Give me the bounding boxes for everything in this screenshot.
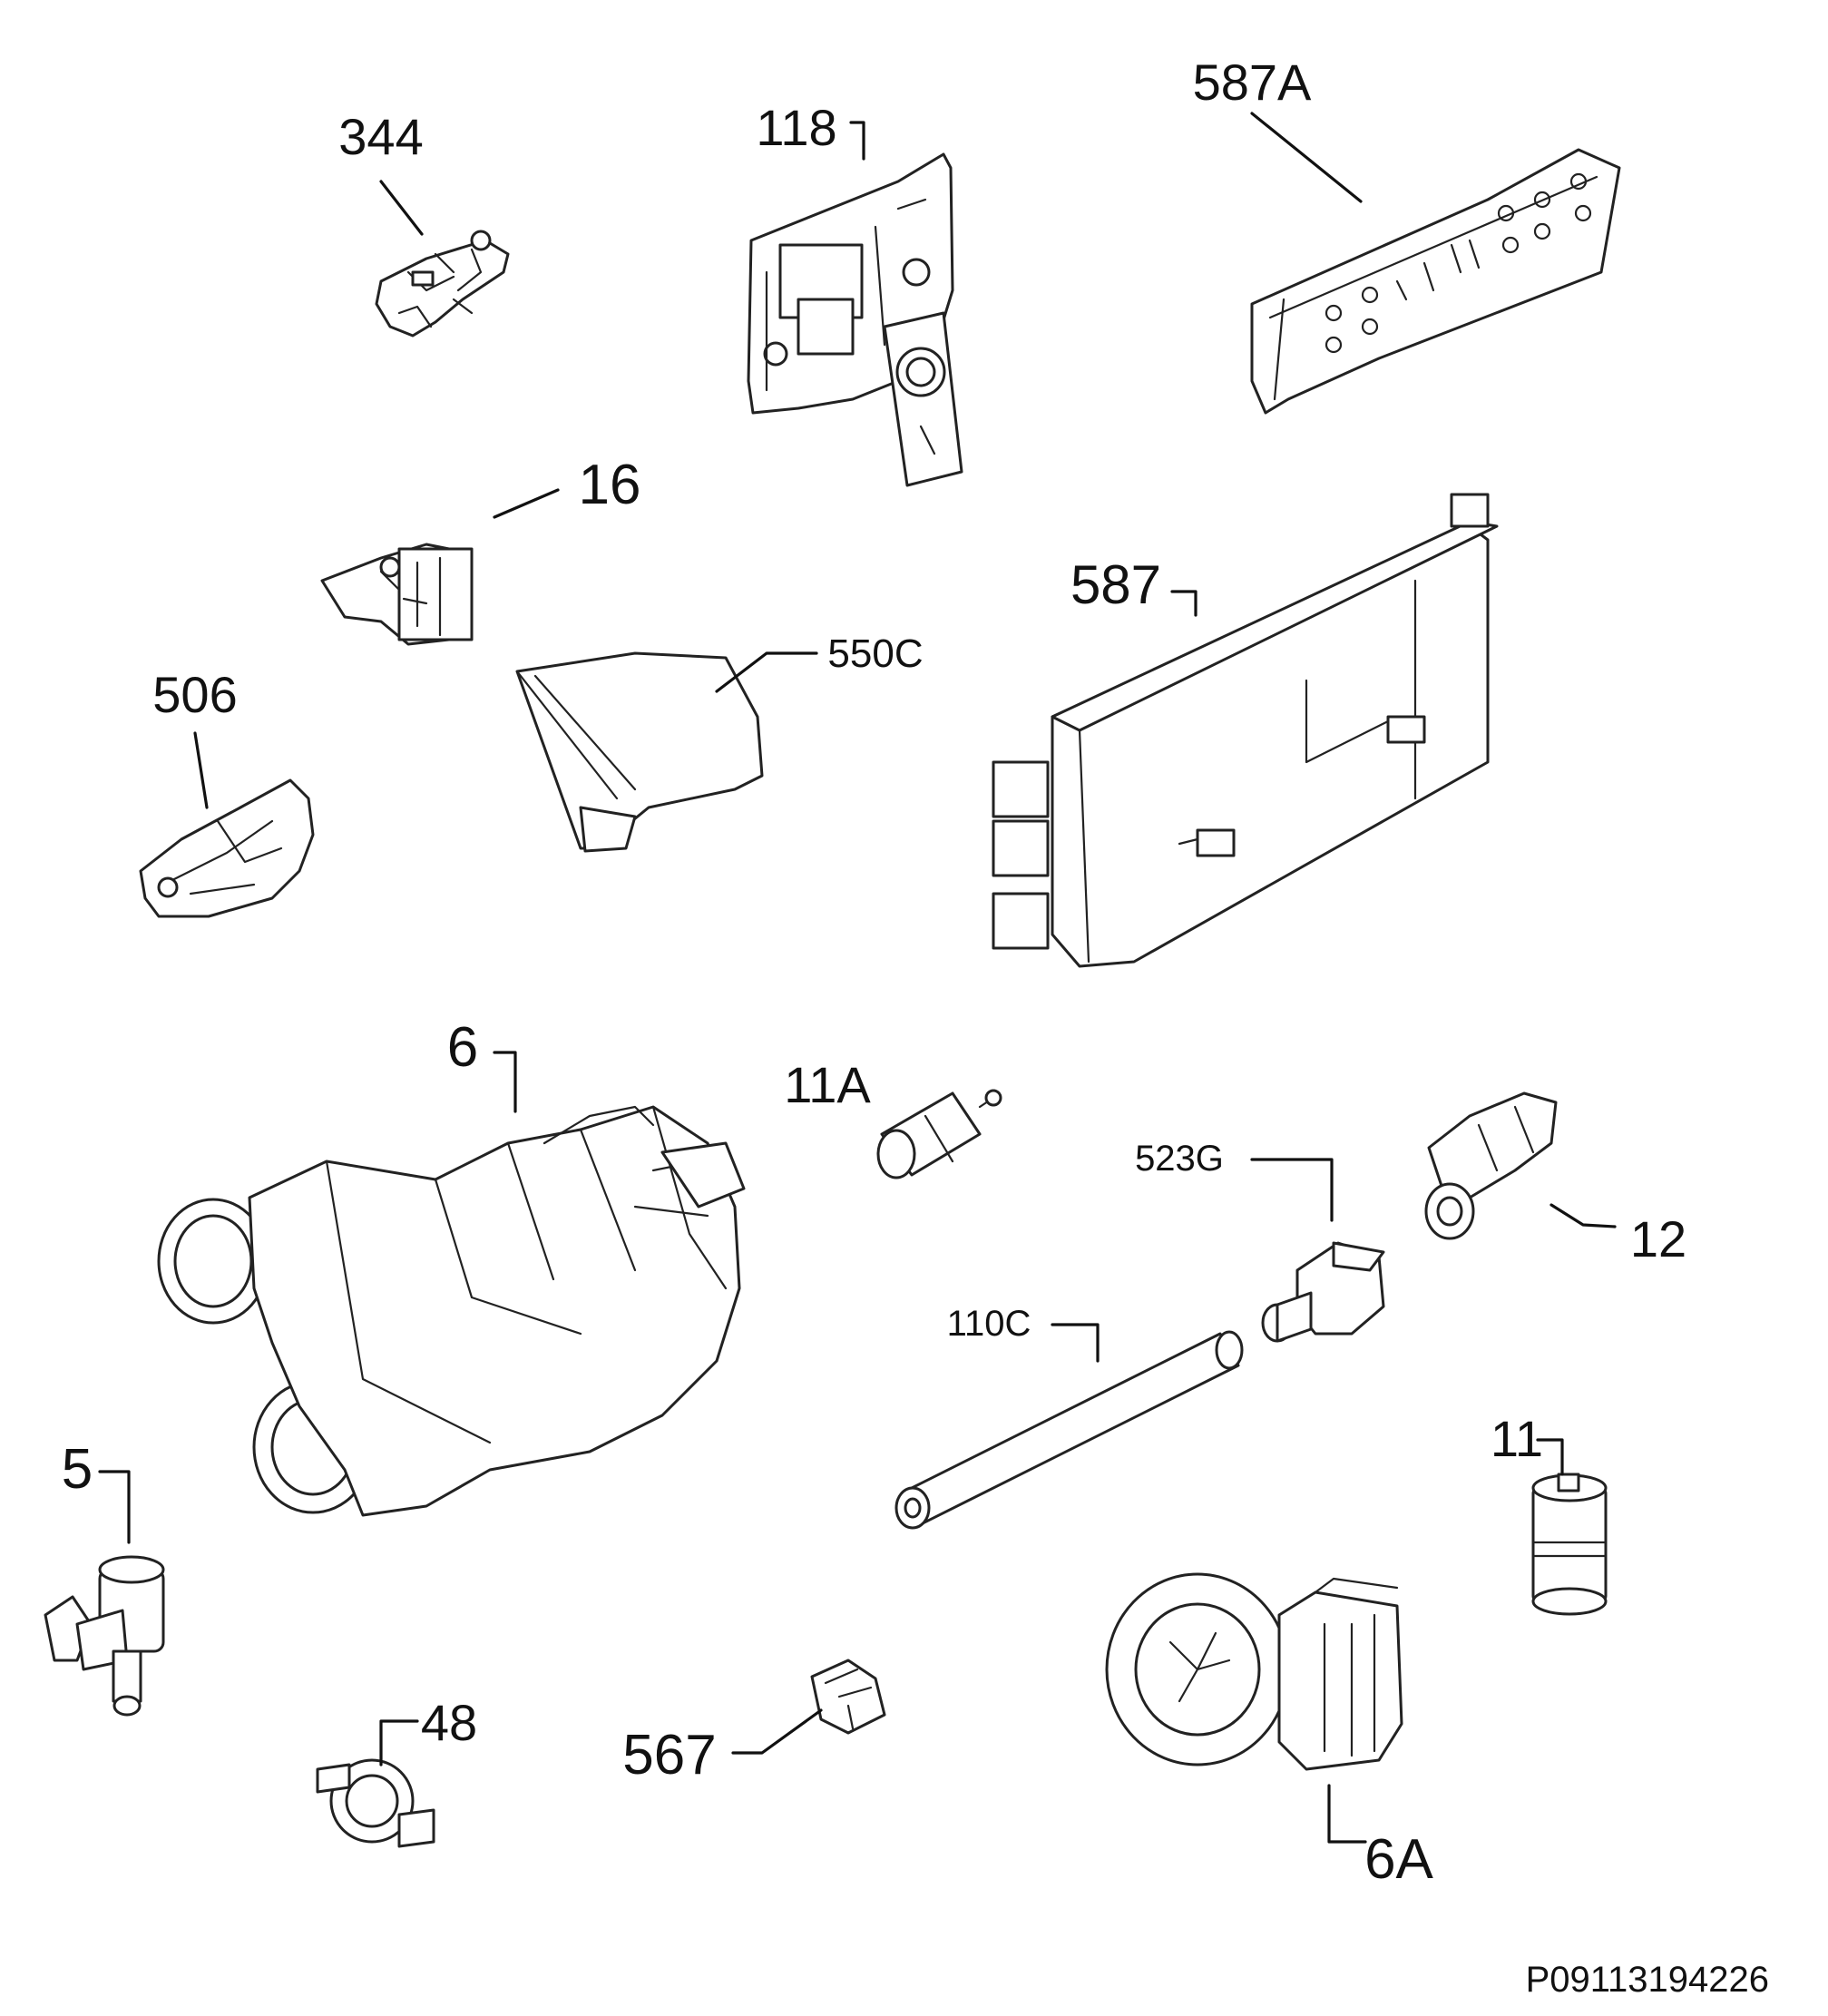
part-label-12: 12	[1630, 1210, 1686, 1267]
part-48-drawing[interactable]	[316, 1758, 435, 1848]
part-label-5: 5	[62, 1438, 93, 1501]
part-110C-drawing[interactable]	[894, 1330, 1244, 1530]
part-6A-drawing[interactable]	[1105, 1572, 1403, 1771]
part-12-drawing[interactable]	[1424, 1091, 1558, 1240]
drawing-id: P09113194226	[1526, 1960, 1769, 2000]
part-523G-drawing[interactable]	[1261, 1241, 1385, 1343]
leader-48	[379, 1719, 419, 1766]
leader-16	[493, 488, 560, 519]
leader-5	[98, 1470, 131, 1544]
part-5-drawing[interactable]	[44, 1555, 165, 1717]
part-6-drawing[interactable]	[157, 1105, 746, 1517]
part-label-110C: 110C	[947, 1304, 1031, 1344]
part-label-11: 11	[1491, 1410, 1543, 1467]
leader-550C	[715, 651, 818, 693]
part-550C-drawing[interactable]	[515, 651, 764, 853]
part-label-118: 118	[756, 99, 836, 156]
part-587-drawing[interactable]	[992, 493, 1499, 968]
leader-587A	[1250, 112, 1363, 203]
leader-523G	[1250, 1158, 1334, 1222]
leader-344	[379, 180, 424, 236]
leader-11	[1536, 1438, 1564, 1476]
part-label-523G: 523G	[1135, 1139, 1224, 1179]
part-118-drawing[interactable]	[747, 152, 963, 487]
part-16-drawing[interactable]	[320, 543, 474, 646]
part-label-550C: 550C	[827, 631, 923, 676]
leader-110C	[1051, 1323, 1100, 1363]
part-11A-drawing[interactable]	[876, 1089, 1002, 1179]
part-506-drawing[interactable]	[139, 778, 315, 918]
part-label-587A: 587A	[1193, 54, 1312, 111]
part-567-drawing[interactable]	[810, 1659, 886, 1735]
part-label-6A: 6A	[1364, 1828, 1433, 1891]
part-label-587: 587	[1070, 554, 1161, 615]
part-587A-drawing[interactable]	[1250, 148, 1621, 415]
part-label-11A: 11A	[784, 1056, 871, 1113]
part-label-567: 567	[622, 1724, 716, 1786]
part-label-16: 16	[579, 454, 641, 516]
part-label-48: 48	[421, 1694, 477, 1751]
part-label-6: 6	[447, 1016, 478, 1079]
part-11-drawing[interactable]	[1531, 1473, 1608, 1616]
leader-118	[849, 121, 865, 161]
leader-567	[731, 1708, 823, 1755]
leader-6	[493, 1051, 517, 1113]
leader-12	[1549, 1203, 1617, 1228]
part-label-506: 506	[152, 666, 237, 723]
part-344-drawing[interactable]	[375, 230, 510, 338]
leader-506	[193, 731, 209, 809]
leader-587	[1170, 590, 1197, 617]
leader-6A	[1327, 1784, 1367, 1844]
part-label-344: 344	[338, 108, 423, 165]
